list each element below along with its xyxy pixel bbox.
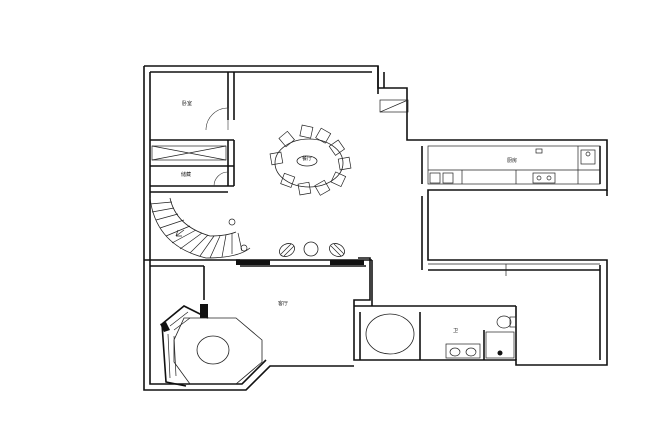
room-label-storage: 储藏: [181, 171, 191, 178]
dining-table-set: 餐厅: [269, 124, 352, 196]
bathroom: 卫: [365, 313, 517, 359]
bedroom-top-left: 卧室: [182, 100, 229, 131]
solid-wall-blocks: [160, 260, 364, 332]
room-label-bedroom: 卧室: [182, 100, 192, 107]
interior-walls: [144, 72, 600, 360]
spiral-staircase: [149, 197, 251, 259]
living-room: 客厅: [161, 300, 288, 387]
kitchen-counter: 厨房: [427, 145, 601, 185]
storage-closet: 储藏: [151, 145, 229, 187]
room-label-bathroom: 卫: [453, 328, 458, 334]
exterior-walls: [143, 65, 608, 391]
lounge-chairs: [279, 241, 345, 257]
room-label-kitchen: 厨房: [507, 157, 517, 164]
wall-cabinet: [379, 99, 409, 113]
room-label-living: 客厅: [278, 300, 288, 307]
room-label-dining: 餐厅: [302, 155, 312, 162]
